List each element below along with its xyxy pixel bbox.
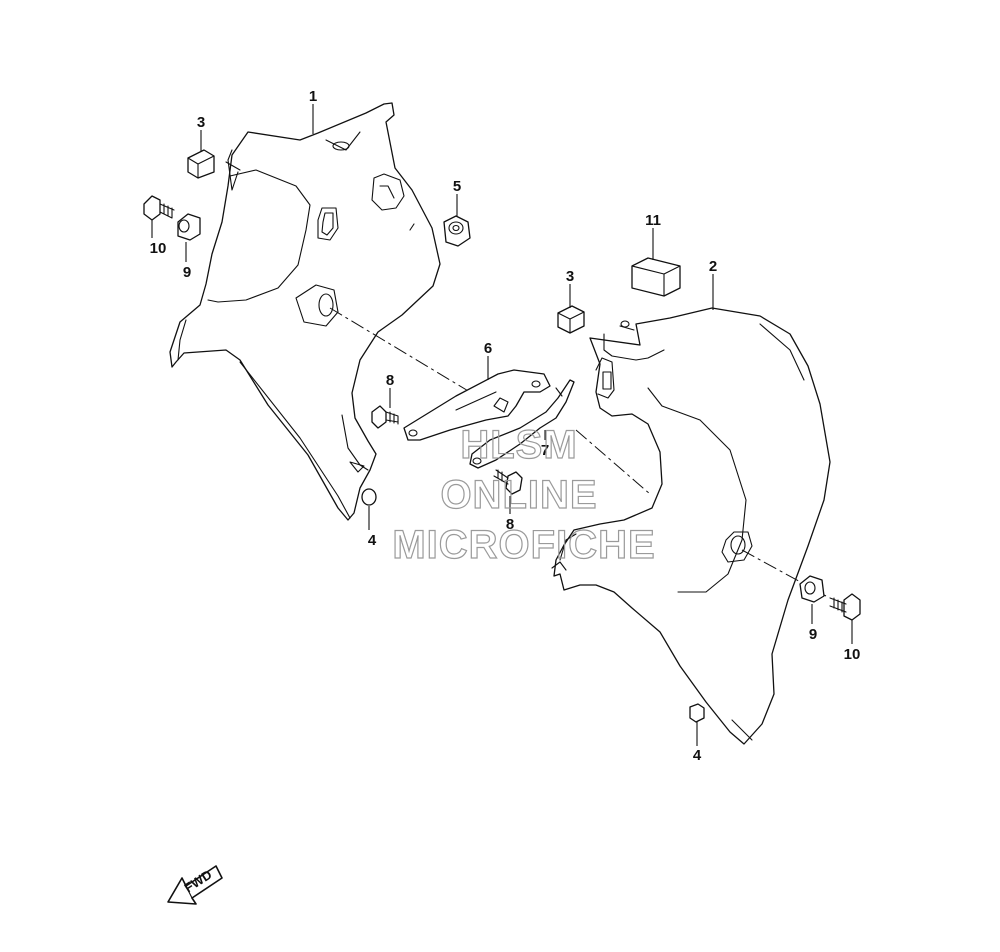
clip-3-upper — [187, 149, 215, 179]
watermark-line-1: HLSM — [460, 423, 577, 467]
leader-lines — [151, 104, 853, 746]
grommet-5 — [443, 215, 471, 247]
watermark-line-2: ONLINE — [440, 473, 597, 517]
cap-4-right — [689, 703, 705, 723]
callout-6: 6 — [484, 340, 492, 357]
stay-bracket-6 — [403, 369, 551, 441]
callout-4-left: 4 — [368, 532, 377, 549]
callout-9-right: 9 — [809, 626, 817, 643]
bolt-8-lower — [493, 469, 523, 495]
callout-11: 11 — [645, 212, 661, 229]
callout-7: 7 — [541, 442, 549, 459]
callout-4-right: 4 — [693, 747, 702, 764]
callout-5: 5 — [453, 178, 461, 195]
callout-8-lower: 8 — [506, 516, 514, 533]
right-inner-cowling — [551, 307, 831, 745]
forward-arrow-icon — [167, 865, 223, 905]
clip-3-lower — [557, 305, 585, 334]
callout-3-lower: 3 — [566, 268, 574, 285]
callout-2: 2 — [709, 258, 717, 275]
callout-1: 1 — [309, 88, 317, 105]
watermark-line-3: MICROFICHE — [392, 523, 655, 567]
collar-9-left — [177, 213, 201, 241]
centerline-right — [575, 429, 651, 495]
stay-bracket-7 — [469, 379, 575, 469]
collar-9-right — [799, 575, 825, 603]
callout-8-upper: 8 — [386, 372, 394, 389]
centerline-left — [329, 307, 471, 393]
cushion-11 — [631, 257, 681, 297]
callout-3-upper: 3 — [197, 114, 205, 131]
bolt-8-upper — [371, 405, 399, 429]
watermark: HLSM ONLINE MICROFICHE — [392, 422, 656, 567]
callout-10-left: 10 — [150, 240, 167, 257]
callout-10-right: 10 — [844, 646, 861, 663]
left-inner-cowling — [169, 102, 441, 521]
cap-4-left — [361, 488, 377, 506]
bolt-10-right — [829, 593, 861, 621]
bolt-10-left — [143, 195, 175, 221]
callout-labels: 1 2 3 3 4 4 5 6 7 8 8 9 9 10 10 11 — [150, 88, 861, 764]
forward-direction-badge: FWD — [167, 865, 223, 905]
callout-9-left: 9 — [183, 264, 191, 281]
